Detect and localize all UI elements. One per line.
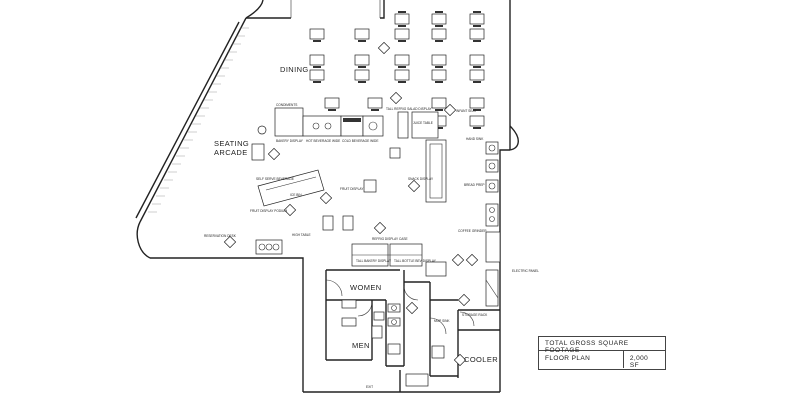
label-high-table: HIGH TABLE bbox=[292, 233, 311, 237]
label-tall-bakery: TALL BAKERY DISPLAY bbox=[356, 259, 392, 263]
label-infant-seat: INFANT SEAT bbox=[456, 109, 476, 113]
label-seating-arcade-2: ARCADE bbox=[214, 148, 248, 157]
label-fruit-display: FRUIT DISPLAY bbox=[340, 187, 364, 191]
label-bread-prep: BREAD PREP bbox=[464, 183, 485, 187]
label-self-serve: SELF SERVE BEVERAGE bbox=[256, 177, 294, 181]
label-hand-sink: HAND SINK bbox=[466, 137, 484, 141]
label-women: WOMEN bbox=[350, 283, 382, 292]
label-fruit-display-podium: FRUIT DISPLAY PODIUM bbox=[250, 209, 287, 213]
label-ice-bin: ICE BIN bbox=[290, 193, 302, 197]
label-cooler: COOLER bbox=[464, 355, 498, 364]
door-swings bbox=[325, 279, 475, 335]
dining-tables bbox=[309, 11, 485, 129]
label-snack-display: SNACK DISPLAY bbox=[408, 177, 434, 181]
label-storage-rack: STORAGE RACK bbox=[462, 313, 488, 317]
display-cases bbox=[351, 231, 501, 277]
label-juice-table: JUICE TABLE bbox=[413, 121, 433, 125]
label-reservation-desk: RESERVATION DESK bbox=[204, 234, 237, 238]
label-exit: EXIT bbox=[366, 385, 373, 389]
section-markers bbox=[267, 41, 479, 367]
square-footage-legend: TOTAL GROSS SQUARE FOOTAGE FLOOR PLAN 2,… bbox=[538, 336, 666, 370]
label-seating-arcade-1: SEATING bbox=[214, 139, 249, 148]
label-electric-panel: ELECTRIC PANEL bbox=[512, 269, 539, 273]
legend-row-label: FLOOR PLAN bbox=[539, 351, 624, 368]
label-tall-refrig-salad: TALL REFRIG SALAD DISPLAY bbox=[386, 107, 433, 111]
label-bakery-display: BAKERY DISPLAY bbox=[276, 139, 304, 143]
label-cold-beverage: COLD BEVERAGE WIDE bbox=[342, 139, 379, 143]
service-counters bbox=[251, 107, 447, 203]
self-serve-counter bbox=[257, 169, 377, 231]
legend-title: TOTAL GROSS SQUARE FOOTAGE bbox=[539, 337, 665, 354]
restroom-fixtures bbox=[341, 299, 445, 387]
label-condiments: CONDIMENTS bbox=[276, 103, 297, 107]
label-tall-bottle-bev: TALL BOTTLE BEV DISPLAY bbox=[394, 259, 437, 263]
label-mop-sink: MOP SINK bbox=[434, 319, 450, 323]
label-hot-beverage: HOT BEVERAGE WIDE bbox=[306, 139, 340, 143]
label-dining: DINING bbox=[280, 65, 309, 74]
reservation-area bbox=[223, 235, 283, 255]
seating-arcade-railing bbox=[148, 27, 249, 213]
label-men: MEN bbox=[352, 341, 370, 350]
label-refrig-display: REFRIG DISPLAY CASE bbox=[372, 237, 408, 241]
label-coffee-grinder: COFFEE GRINDER bbox=[458, 229, 487, 233]
legend-row-value: 2,000 SF bbox=[629, 355, 649, 369]
kitchen-equipment bbox=[485, 141, 499, 307]
